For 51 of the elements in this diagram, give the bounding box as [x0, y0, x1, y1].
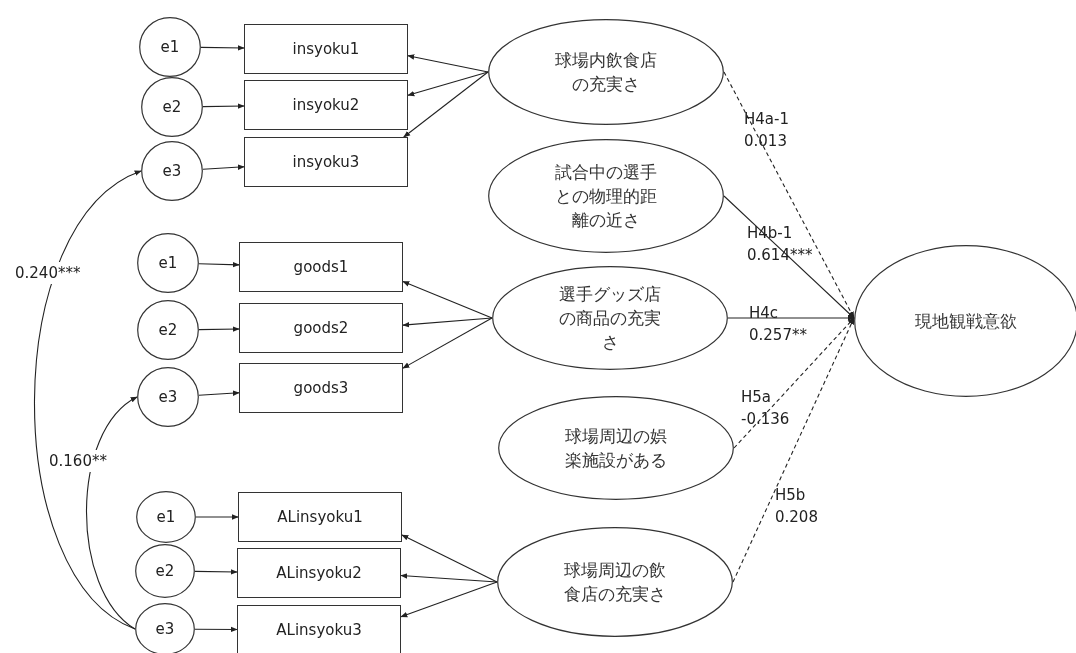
indicator-box: goods2 — [239, 303, 403, 353]
factor-ellipse: 球場周辺の飲食店の充実さ — [497, 527, 733, 637]
arrow — [723, 195, 855, 319]
indicator-box: ALinsyoku3 — [237, 605, 401, 653]
error-circle: e3 — [137, 367, 199, 427]
factor-ellipse: 球場周辺の娯楽施設がある — [498, 396, 734, 500]
factor-ellipse: 試合中の選手との物理的距離の近さ — [488, 139, 724, 253]
arrow — [202, 103, 245, 109]
arrow — [194, 569, 238, 575]
arrow — [33, 170, 142, 630]
indicator-box: goods3 — [239, 363, 403, 413]
error-circle: e1 — [137, 233, 199, 293]
factor-ellipse: 選手グッズ店の商品の充実さ — [492, 266, 728, 370]
error-circle: e2 — [135, 544, 195, 598]
arrow — [198, 261, 240, 268]
indicator-box: insyoku2 — [244, 80, 408, 130]
arrow — [402, 317, 493, 328]
error-circle: e1 — [139, 17, 201, 77]
error-circle: e2 — [141, 77, 203, 137]
arrow — [198, 326, 240, 332]
indicator-box: insyoku1 — [244, 24, 408, 74]
error-circle: e3 — [141, 141, 203, 201]
arrow — [727, 315, 855, 321]
arrow — [402, 317, 493, 369]
arrow — [198, 390, 240, 396]
arrow — [403, 71, 489, 138]
arrow — [407, 71, 489, 97]
arrow — [401, 534, 498, 583]
arrow — [400, 573, 498, 583]
edge-label: H5b 0.208 — [774, 485, 819, 528]
arrow — [407, 54, 489, 73]
indicator-box: goods1 — [239, 242, 403, 292]
edge-label: H5a -0.136 — [740, 387, 791, 430]
edge-label: H4a-1 0.013 — [743, 109, 790, 152]
edge-label: 0.160** — [48, 450, 108, 472]
indicator-box: insyoku3 — [244, 137, 408, 187]
arrow — [200, 45, 245, 51]
edge-label: 0.240*** — [14, 262, 82, 284]
edge-label: H4c 0.257** — [748, 303, 808, 346]
arrow — [195, 514, 239, 520]
arrow — [400, 581, 498, 618]
factor-ellipse: 球場内飲食店の充実さ — [488, 19, 724, 125]
indicator-box: ALinsyoku2 — [237, 548, 401, 598]
arrow — [402, 280, 493, 319]
arrow — [202, 164, 245, 170]
indicator-box: ALinsyoku1 — [238, 492, 402, 542]
error-circle: e2 — [137, 300, 199, 360]
arrow — [194, 626, 238, 633]
error-circle: e1 — [136, 491, 196, 543]
arrow — [733, 317, 855, 449]
arrow — [85, 396, 138, 630]
